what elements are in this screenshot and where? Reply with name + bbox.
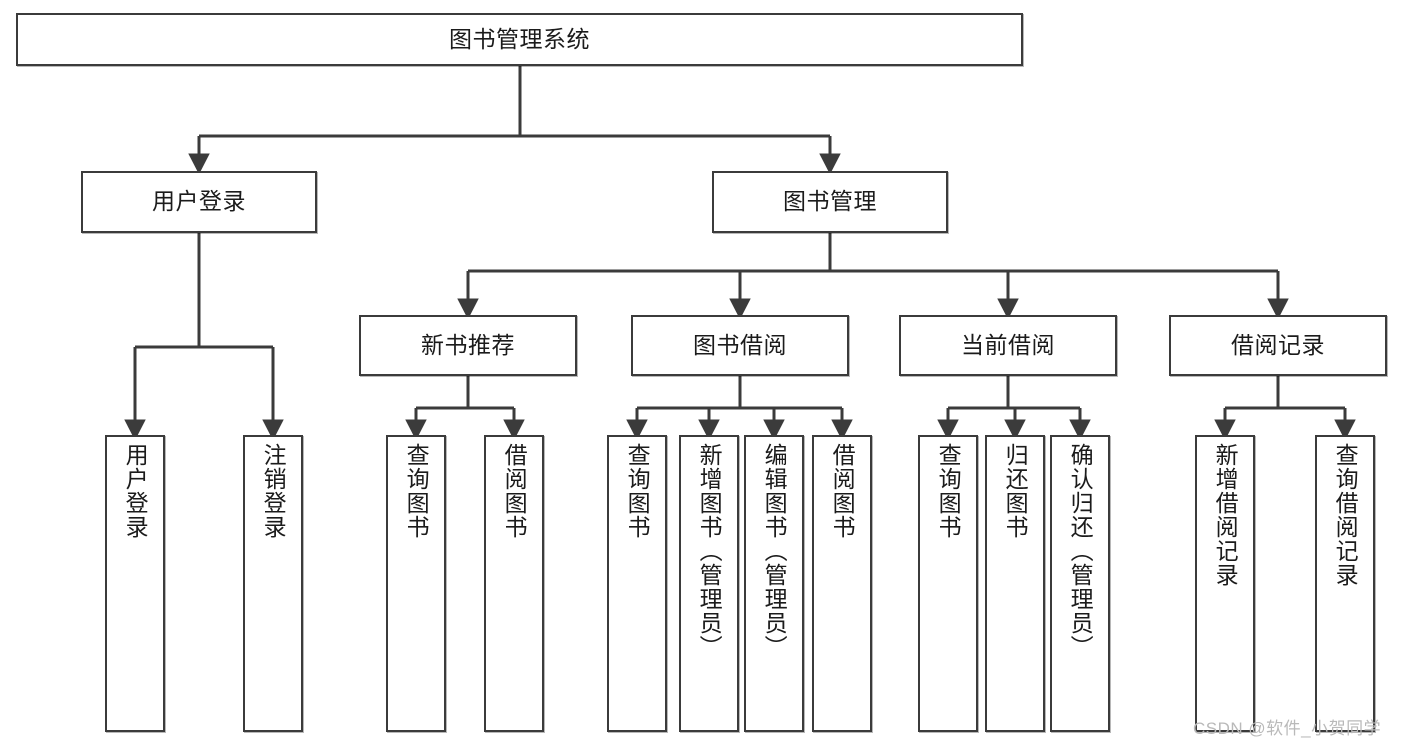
- node-label: 借阅图书: [829, 443, 856, 539]
- node-label: 新书推荐: [421, 331, 515, 358]
- node-label: 查询借阅记录: [1332, 443, 1359, 587]
- node-label: 当前借阅: [961, 331, 1055, 358]
- node-leaf-borrow-record-add[interactable]: 新增借阅记录: [1195, 435, 1255, 732]
- node-leaf-book-borrow-borrow[interactable]: 借阅图书: [812, 435, 872, 732]
- node-leaf-user-login-logout[interactable]: 注销登录: [243, 435, 303, 732]
- node-label: 确认归还（管理员）: [1067, 443, 1094, 659]
- watermark: CSDN @软件_小贺同学: [1193, 719, 1382, 738]
- node-label: 用户登录: [122, 443, 149, 539]
- node-label: 归还图书: [1002, 443, 1029, 539]
- node-label: 注销登录: [260, 443, 287, 539]
- node-leaf-current-borrow-query[interactable]: 查询图书: [918, 435, 978, 732]
- node-leaf-new-book-query[interactable]: 查询图书: [386, 435, 446, 732]
- node-root-system[interactable]: 图书管理系统: [16, 13, 1023, 66]
- node-book-borrow[interactable]: 图书借阅: [631, 315, 849, 376]
- node-label: 图书管理系统: [449, 25, 590, 52]
- node-book-management[interactable]: 图书管理: [712, 171, 948, 233]
- node-new-book-recommend[interactable]: 新书推荐: [359, 315, 577, 376]
- node-borrow-record[interactable]: 借阅记录: [1169, 315, 1387, 376]
- node-leaf-book-borrow-edit[interactable]: 编辑图书（管理员）: [744, 435, 804, 732]
- node-label: 编辑图书（管理员）: [761, 443, 788, 659]
- node-leaf-book-borrow-query[interactable]: 查询图书: [607, 435, 667, 732]
- node-label: 图书借阅: [693, 331, 787, 358]
- node-leaf-new-book-borrow[interactable]: 借阅图书: [484, 435, 544, 732]
- node-user-login[interactable]: 用户登录: [81, 171, 317, 233]
- node-label: 图书管理: [783, 188, 877, 215]
- node-label: 查询图书: [624, 443, 651, 539]
- node-label: 借阅记录: [1231, 331, 1325, 358]
- node-label: 新增图书（管理员）: [696, 443, 723, 659]
- node-leaf-current-borrow-return[interactable]: 归还图书: [985, 435, 1045, 732]
- node-leaf-borrow-record-query[interactable]: 查询借阅记录: [1315, 435, 1375, 732]
- node-label: 新增借阅记录: [1212, 443, 1239, 587]
- node-label: 查询图书: [935, 443, 962, 539]
- node-label: 用户登录: [152, 188, 246, 215]
- node-leaf-current-borrow-confirm-return[interactable]: 确认归还（管理员）: [1050, 435, 1110, 732]
- node-current-borrow[interactable]: 当前借阅: [899, 315, 1117, 376]
- node-leaf-user-login-login[interactable]: 用户登录: [105, 435, 165, 732]
- node-label: 查询图书: [403, 443, 430, 539]
- node-leaf-book-borrow-add[interactable]: 新增图书（管理员）: [679, 435, 739, 732]
- node-label: 借阅图书: [501, 443, 528, 539]
